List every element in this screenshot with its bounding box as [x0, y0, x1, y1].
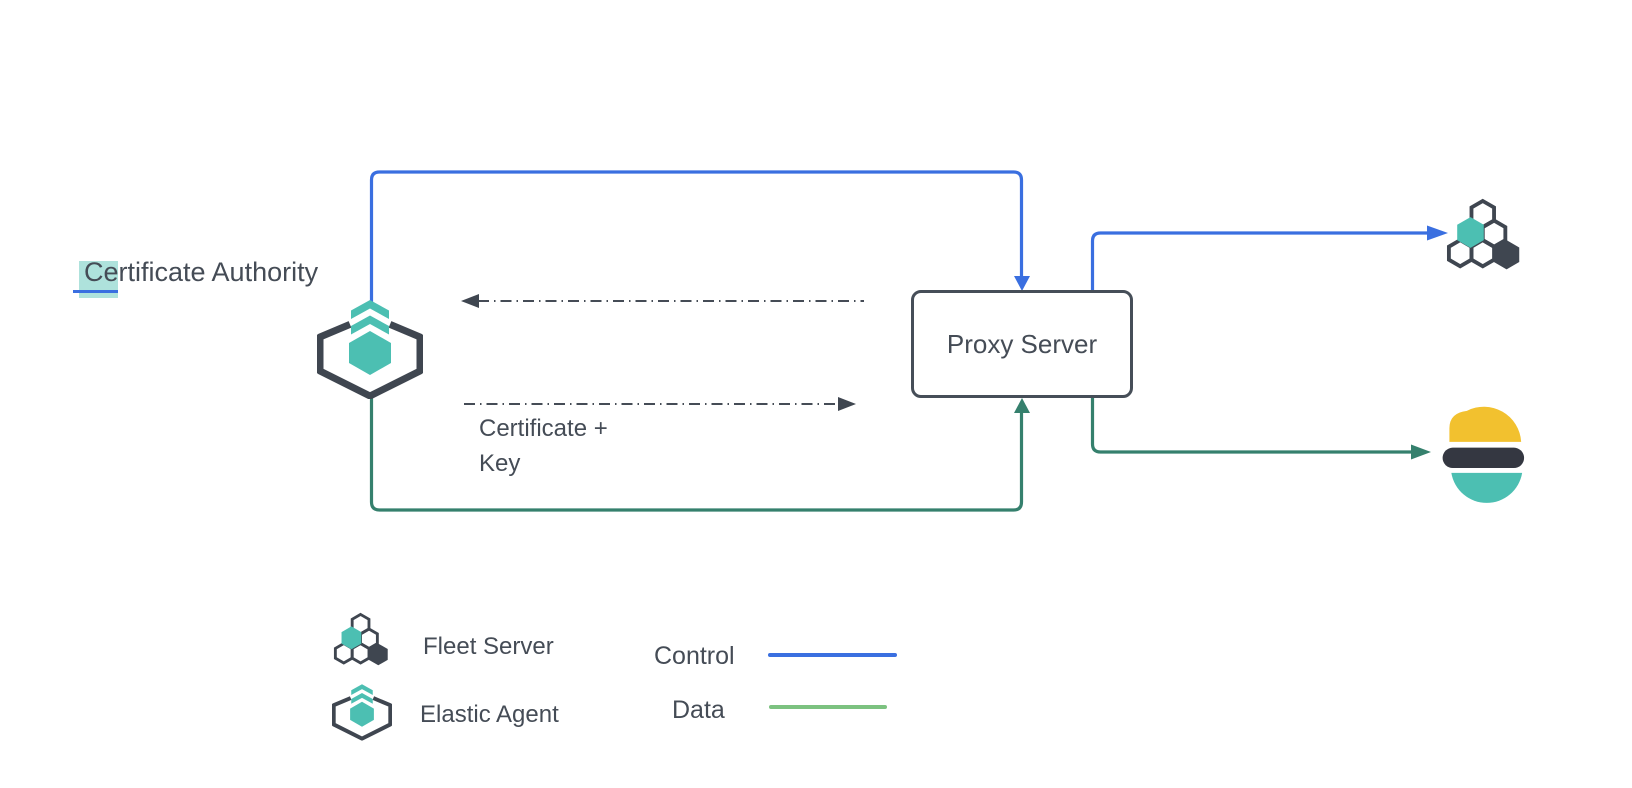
elasticsearch-logo[interactable]: [1430, 404, 1527, 503]
control-arrowhead-fleet: [1427, 225, 1448, 241]
data-connector-proxy-to-elasticsearch[interactable]: [1090, 398, 1412, 454]
legend-data-line-swatch[interactable]: [769, 705, 887, 709]
dashed-arrowhead-right: [838, 397, 856, 411]
data-arrowhead-proxy: [1014, 398, 1030, 413]
dashed-arrowhead-left: [461, 294, 479, 308]
collaborator-cursor-underline: [73, 290, 118, 293]
data-arrowhead-elasticsearch: [1411, 444, 1431, 460]
elastic-agent-icon[interactable]: [317, 299, 423, 399]
control-connector-proxy-to-fleet[interactable]: [1090, 231, 1428, 290]
legend-control-line-swatch[interactable]: [768, 653, 897, 657]
fleet-server-icon[interactable]: [1439, 190, 1525, 278]
legend-elastic-agent-label[interactable]: Elastic Agent: [420, 701, 559, 728]
proxy-server-label: Proxy Server: [946, 328, 1098, 359]
legend-data-label[interactable]: Data: [672, 696, 725, 724]
control-connector-agent-to-proxy[interactable]: [369, 170, 1024, 302]
certificate-key-label[interactable]: Certificate + Key: [479, 415, 608, 477]
control-arrowhead-proxy: [1014, 276, 1030, 291]
legend-fleet-server-label[interactable]: Fleet Server: [423, 633, 554, 660]
proxy-server-node[interactable]: Proxy Server: [911, 290, 1133, 398]
legend-control-label[interactable]: Control: [654, 642, 735, 670]
legend-elastic-agent-icon[interactable]: [332, 681, 392, 743]
data-connector-agent-to-proxy[interactable]: [369, 396, 1024, 512]
legend-fleet-server-icon[interactable]: [328, 608, 392, 670]
certificate-authority-label[interactable]: Certificate Authority: [84, 257, 319, 287]
